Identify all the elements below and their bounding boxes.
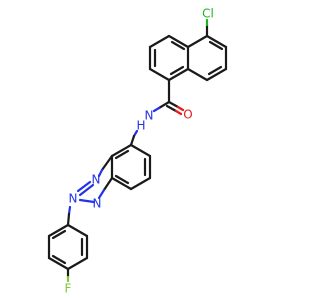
bond-n-phenyl-colored	[67, 205, 72, 216]
bond	[47, 223, 70, 238]
naphthalene-ring-right	[186, 34, 228, 82]
bond-c-o	[167, 100, 180, 109]
atom-label-n2: N	[69, 192, 78, 206]
bond-colored	[97, 188, 106, 200]
bond-c-n-amide	[157, 100, 171, 110]
bond	[186, 67, 209, 82]
bond	[186, 34, 209, 49]
bond	[167, 67, 190, 82]
bond	[167, 34, 190, 49]
atom-label-f: F	[65, 282, 72, 296]
bond-c-o-double-colored	[174, 109, 183, 116]
atom-label-cl: Cl	[202, 7, 214, 21]
bond	[129, 143, 152, 158]
bond	[100, 154, 114, 172]
double-bond-inner	[114, 174, 130, 185]
bond	[148, 67, 171, 82]
atom-label-n-amide: N	[145, 109, 154, 123]
bond	[102, 176, 114, 192]
bond	[110, 176, 133, 191]
benzotriazole-benzene-ring	[110, 143, 152, 191]
bond	[66, 223, 89, 238]
bond-c-o-double	[165, 104, 178, 113]
double-bond-inner	[114, 149, 130, 160]
bond	[205, 67, 228, 82]
atom-label-h-amide: H	[136, 119, 145, 133]
bond-n-n-double	[76, 180, 92, 193]
bond	[110, 143, 133, 158]
bond-n-phenyl	[66, 212, 71, 227]
double-bond-inner	[169, 65, 185, 76]
bond-colored	[97, 168, 104, 178]
bond	[148, 34, 171, 49]
bond-c-n-amide-colored	[152, 106, 161, 113]
molecule-structure: Cl O N H N N N F	[47, 7, 228, 296]
fluorophenyl-ring	[47, 223, 89, 271]
bond	[66, 256, 89, 271]
double-bond-inner	[170, 40, 186, 51]
atom-label-o: O	[183, 108, 192, 122]
bond-n-n	[78, 183, 95, 197]
bond	[47, 256, 70, 271]
atom-label-n3: N	[93, 197, 102, 211]
triazole-ring	[76, 154, 114, 204]
bond-c-o-colored	[176, 105, 185, 112]
bond	[205, 34, 228, 49]
double-bond-inner	[208, 40, 224, 51]
bond-n-aryl	[129, 134, 136, 147]
naphthalene-ring-left	[148, 34, 190, 82]
atom-label-n1: N	[92, 173, 101, 187]
double-bond-inner	[51, 229, 67, 240]
double-bond-inner	[51, 254, 67, 265]
bond	[129, 176, 152, 191]
bond-n-n	[78, 198, 96, 204]
double-bond-inner	[207, 65, 223, 76]
